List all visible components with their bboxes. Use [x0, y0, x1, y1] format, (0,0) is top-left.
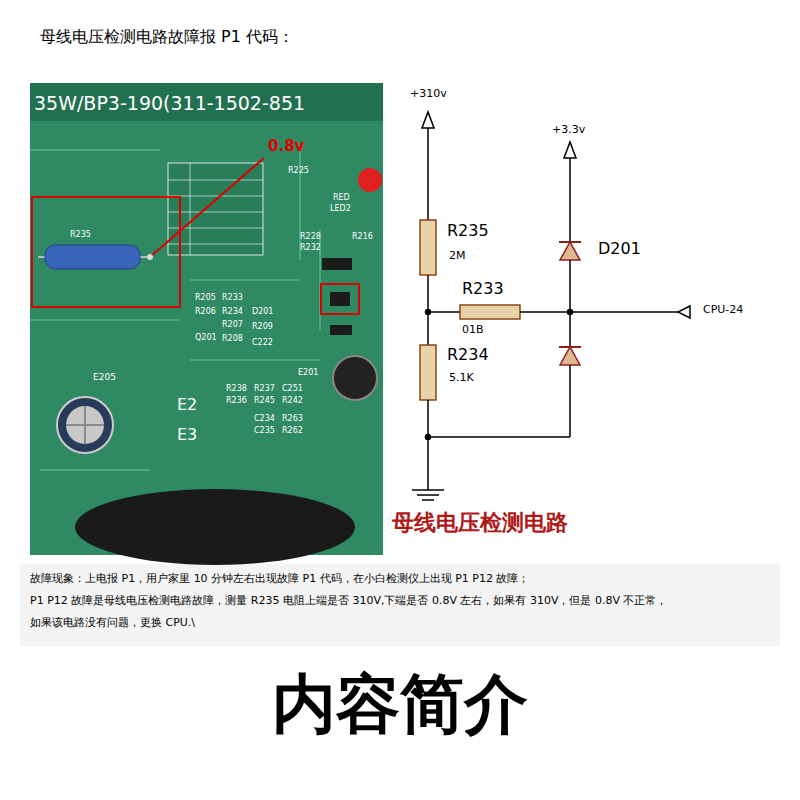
capacitor-photo [57, 397, 113, 453]
highlight-box [32, 197, 180, 307]
silkscreen-label: R225 [288, 166, 309, 175]
component-value: 01B [462, 324, 484, 337]
chip [330, 292, 350, 306]
ground-symbol [412, 489, 444, 491]
wire [428, 436, 570, 438]
section-heading: 内容简介 [0, 668, 800, 742]
voltage-callout: 0.8v [268, 138, 304, 155]
resistor-photo [45, 245, 140, 269]
diode-symbol [560, 347, 580, 365]
pcb-trace [30, 150, 320, 470]
junction-dot [568, 310, 573, 315]
silkscreen-label: R238 [226, 384, 247, 393]
wire [428, 311, 460, 313]
photo-shadow [75, 489, 355, 565]
silkscreen-label: C251 [282, 384, 303, 393]
solder-point [147, 254, 153, 260]
component-name: R233 [462, 280, 504, 298]
note-text: P1 P12 故障是母线电压检测电路故障，测量 R235 电阻上端是否 310V… [30, 595, 667, 608]
notes-panel [20, 564, 780, 646]
silkscreen-label: R234 [222, 307, 243, 316]
silkscreen-label: R235 [70, 230, 91, 239]
silkscreen-label: E3 [177, 426, 197, 444]
pcb-board [30, 83, 383, 555]
wire [427, 128, 429, 220]
pcb-photo [30, 83, 383, 565]
capacitor-photo [333, 356, 377, 400]
silkscreen-label: R242 [282, 396, 303, 405]
silkscreen-label: R216 [352, 232, 373, 241]
silkscreen-label: LED2 [330, 204, 351, 213]
junction-dot [426, 310, 431, 315]
silkscreen-label: C222 [252, 338, 273, 347]
silkscreen-grid [168, 163, 263, 255]
silkscreen-label: C234 [254, 414, 275, 423]
component-value: 5.1K [449, 372, 474, 385]
wire [427, 400, 429, 490]
chip [322, 258, 352, 270]
silkscreen-label: E2 [177, 396, 197, 414]
capacitor-top [66, 406, 104, 444]
signal-arrow [678, 306, 690, 318]
ground-symbol [417, 494, 439, 496]
wire [569, 365, 571, 437]
wire [569, 158, 571, 242]
pin-name: CPU-24 [703, 304, 743, 317]
supply-arrow [564, 142, 576, 158]
silkscreen-label: E201 [298, 368, 318, 377]
silkscreen-label: R233 [222, 293, 243, 302]
silkscreen-table [168, 163, 263, 255]
chip [330, 325, 352, 335]
ground-symbol [422, 499, 434, 501]
silkscreen-label: R232 [300, 243, 321, 252]
resistor-symbol [420, 345, 436, 400]
silkscreen-label: R236 [226, 396, 247, 405]
silkscreen-label: D201 [252, 307, 273, 316]
page-title: 母线电压检测电路故障报 P1 代码： [40, 27, 294, 46]
silkscreen-label: RED [333, 193, 350, 202]
model-number: 35W/BP3-190(311-1502-851 [34, 93, 305, 115]
supply-name: +310v [410, 88, 447, 101]
silkscreen-label: R207 [222, 320, 243, 329]
silkscreen-label: R262 [282, 426, 303, 435]
silkscreen-label: R208 [222, 334, 243, 343]
silkscreen-label: R228 [300, 232, 321, 241]
schematic [412, 112, 690, 500]
silkscreen-label: Q201 [195, 333, 217, 342]
resistor-symbol [420, 220, 436, 275]
component-value: 2M [449, 250, 466, 263]
leader-line [150, 158, 264, 257]
component-name: D201 [598, 240, 641, 258]
red-led [358, 168, 382, 192]
silkscreen-label: R205 [195, 293, 216, 302]
diode-bar [559, 346, 581, 348]
highlight-box [321, 284, 359, 314]
note-text: 故障现象：上电报 P1，用户家里 10 分钟左右出现故障 P1 代码，在小白检测… [30, 573, 530, 586]
wire [569, 260, 571, 347]
wire [520, 311, 678, 313]
diode-symbol [560, 242, 580, 260]
note-text: 如果该电路没有问题，更换 CPU.\ [30, 617, 195, 630]
silkscreen-label: R209 [252, 322, 273, 331]
diode-bar [559, 241, 581, 243]
silkscreen-label: R206 [195, 307, 216, 316]
resistor-symbol [460, 305, 520, 319]
silkscreen-label: R237 [254, 384, 275, 393]
circuit-title: 母线电压检测电路 [392, 510, 568, 535]
supply-name: +3.3v [552, 124, 585, 137]
component-name: R235 [447, 222, 489, 240]
capacitor-vent [66, 406, 104, 444]
silkscreen-label: E205 [93, 372, 116, 382]
supply-arrow [422, 112, 434, 128]
silkscreen-label: R245 [254, 396, 275, 405]
junction-dot [426, 435, 431, 440]
silkscreen-label: C235 [254, 426, 275, 435]
pcb-band [30, 83, 383, 121]
silkscreen-label: R263 [282, 414, 303, 423]
component-name: R234 [447, 346, 489, 364]
